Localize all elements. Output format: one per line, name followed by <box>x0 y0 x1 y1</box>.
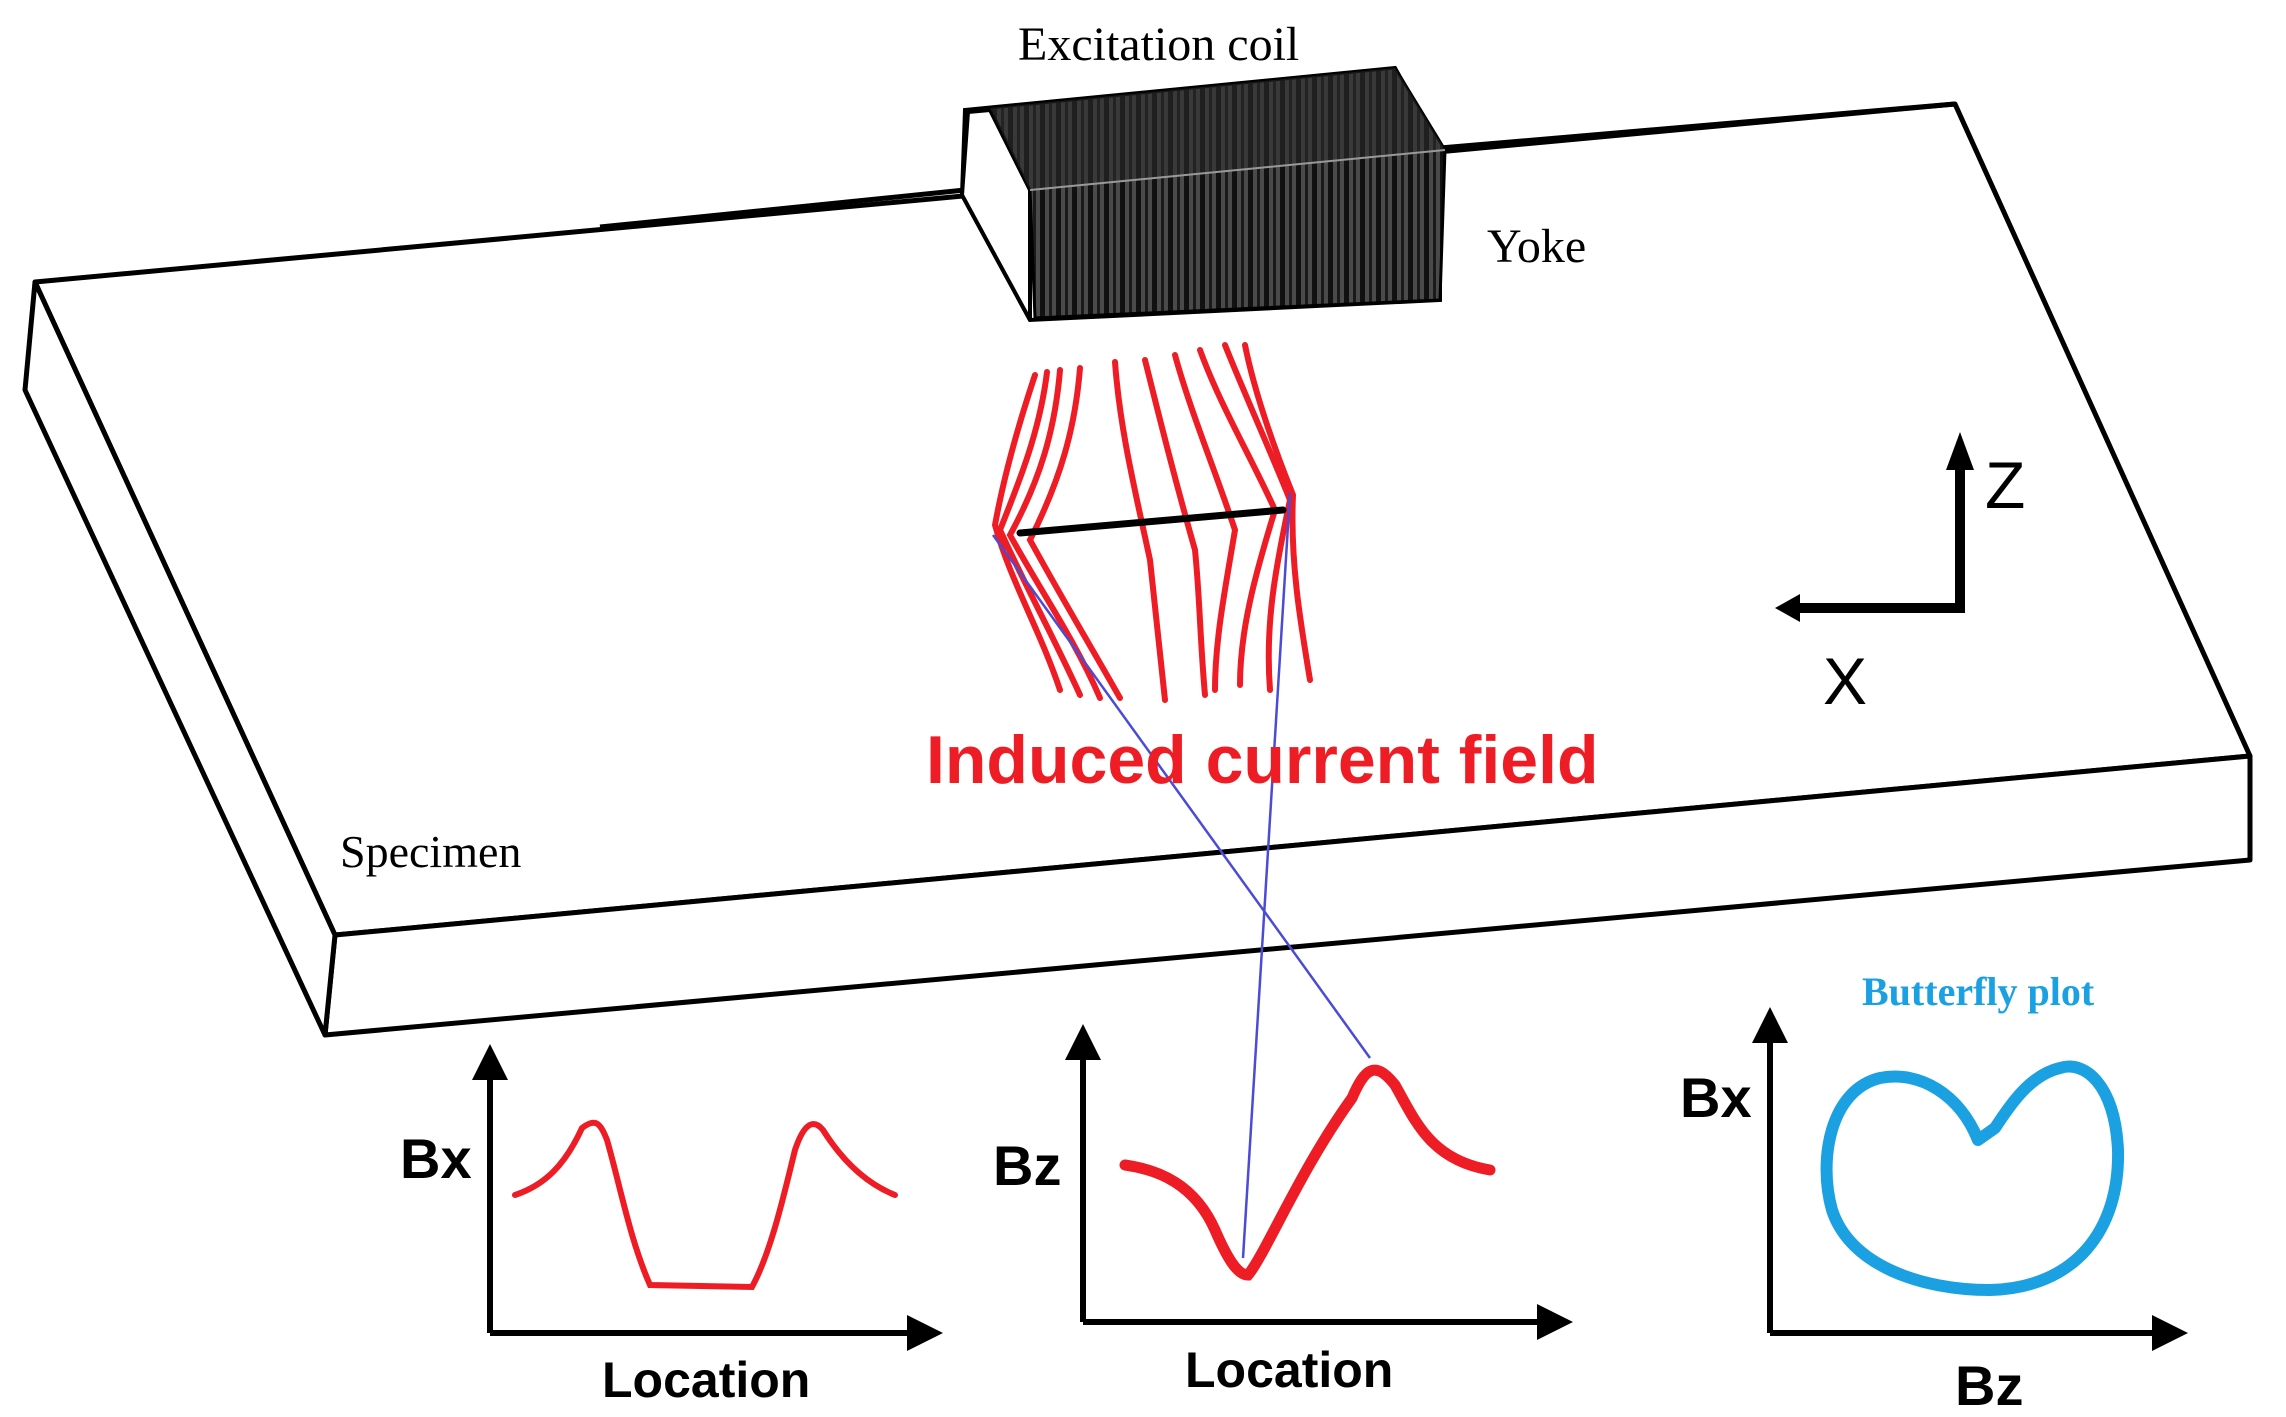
bz-curve <box>1119 1064 1496 1281</box>
z-axis-arrowhead <box>1946 432 1974 470</box>
x-axis-arrowhead <box>1775 594 1800 622</box>
bx-curve <box>512 1119 898 1291</box>
yoke-label: Yoke <box>1487 220 1586 273</box>
butterfly-curve <box>1820 1060 2125 1296</box>
excitation-coil <box>959 65 1447 323</box>
plot3-xlabel: Bz <box>1955 1354 2023 1417</box>
field-line <box>991 372 1063 693</box>
plot3-ylabel: Bx <box>1680 1066 1752 1129</box>
induced-current-field-label: Induced current field <box>926 722 1599 798</box>
connector-lines <box>991 492 1372 1259</box>
coordinate-axes <box>1775 432 1974 622</box>
field-line <box>1142 357 1208 698</box>
bx-location-plot: Bx Location <box>400 1044 943 1408</box>
bz-location-plot: Bz Location <box>993 1024 1573 1398</box>
field-line <box>1242 342 1313 683</box>
butterfly-plot-title: Butterfly plot <box>1862 969 2095 1014</box>
field-line <box>996 369 1083 698</box>
plot1-xlabel: Location <box>602 1352 810 1408</box>
excitation-coil-label: Excitation coil <box>1018 18 1299 71</box>
coil-wire <box>599 101 1956 230</box>
crack <box>1016 506 1287 537</box>
axis-x-label: X <box>1823 644 1867 718</box>
field-line <box>1026 365 1123 701</box>
plot1-ylabel: Bx <box>400 1127 472 1190</box>
butterfly-plot: Butterfly plot Bx Bz <box>1680 969 2188 1417</box>
field-line <box>1112 359 1168 703</box>
plot2-ylabel: Bz <box>993 1134 1061 1197</box>
specimen-label: Specimen <box>340 826 521 877</box>
plot2-xlabel: Location <box>1185 1342 1393 1398</box>
field-line <box>1172 352 1239 693</box>
specimen-left-face <box>22 279 338 1038</box>
axis-z-label: Z <box>1985 448 2025 522</box>
